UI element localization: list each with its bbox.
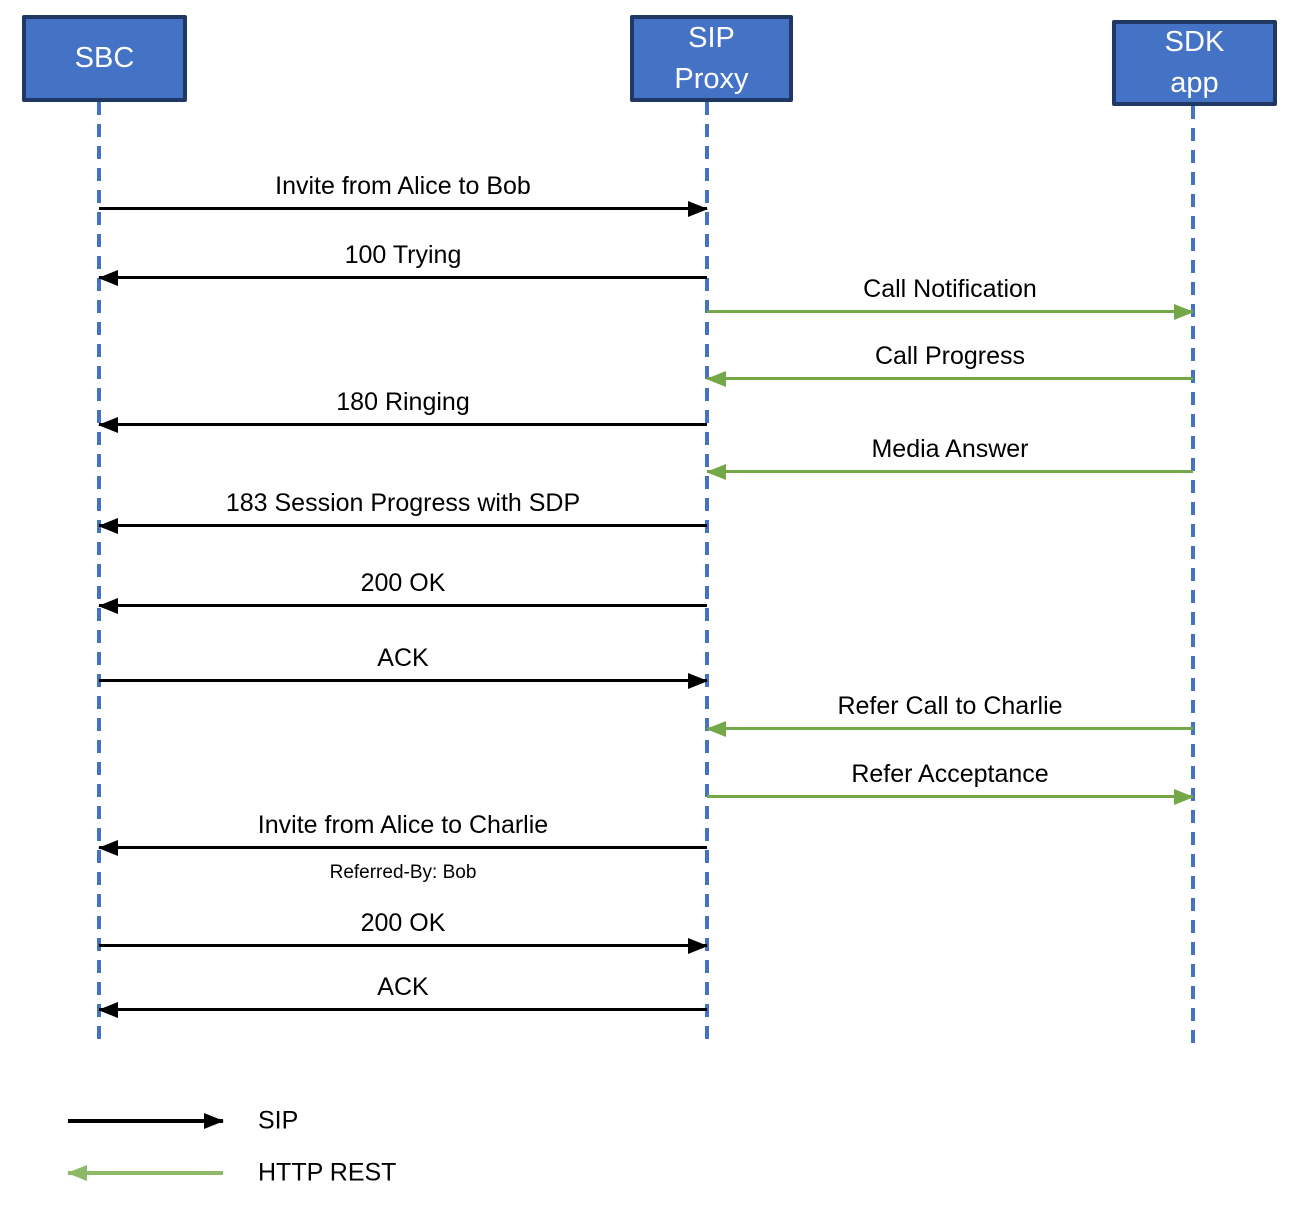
arrowhead-icon [706,463,726,480]
lifeline-proxy [705,102,709,1048]
arrowhead-icon [688,937,708,954]
message-label: Media Answer [871,435,1029,463]
lifeline-sdk [1191,106,1195,1048]
message-label: ACK [377,644,429,672]
legend-sip-arrow: SIP [68,1107,298,1135]
message-arrow: Media Answer [706,435,1193,480]
legend-http-rest-label: HTTP REST [258,1158,397,1187]
message-arrow: 180 Ringing [98,388,707,433]
arrowhead-icon [1174,303,1194,320]
message-arrow: Invite from Alice to Charlie [98,811,707,856]
message-label: 200 OK [360,909,446,937]
message-arrow: 183 Session Progress with SDP [98,489,707,534]
arrowhead-icon [98,517,118,534]
message-label: 100 Trying [344,241,462,269]
message-label: Refer Call to Charlie [837,692,1063,720]
message-arrow: ACK [99,644,708,689]
arrowhead-icon [706,370,726,387]
legend-sip-label: SIP [258,1106,299,1135]
message-arrow: Refer Acceptance [707,760,1194,805]
arrowhead-icon [98,269,118,286]
message-arrow: 200 OK [98,569,707,614]
arrowhead-icon [98,839,118,856]
arrowhead-icon [706,720,726,737]
message-label: 183 Session Progress with SDP [225,489,581,517]
message-label: ACK [377,973,429,1001]
message-arrow: Call Notification [707,275,1194,320]
message-label: Invite from Alice to Charlie [257,811,549,839]
message-label: 180 Ringing [336,388,470,416]
arrowhead-icon [98,416,118,433]
message-label: 200 OK [360,569,446,597]
arrowhead-icon [98,597,118,614]
lifeline-sbc [97,102,101,1048]
message-sublabel: Referred-By: Bob [329,862,477,883]
message-label: Call Progress [874,342,1026,370]
message-arrow: Refer Call to Charlie [706,692,1193,737]
message-label: Invite from Alice to Bob [275,172,531,200]
legend-http-rest-arrow: HTTP REST [67,1159,396,1187]
arrowhead-icon [98,1001,118,1018]
message-arrow: 200 OK [99,909,708,954]
actor-box-sip-proxy: SIP Proxy [630,15,793,102]
arrowhead-icon [1174,788,1194,805]
arrowhead-icon [204,1113,224,1129]
message-arrow: Call Progress [706,342,1193,387]
message-arrow: 100 Trying [98,241,707,286]
arrowhead-icon [67,1165,87,1181]
message-arrow: ACK [98,973,707,1018]
message-label: Call Notification [863,275,1037,303]
actor-box-sbc: SBC [22,15,187,102]
arrowhead-icon [688,672,708,689]
message-label: Refer Acceptance [851,760,1049,788]
message-arrow: Invite from Alice to Bob [99,172,708,217]
arrowhead-icon [688,200,708,217]
actor-box-sdk-app: SDK app [1112,20,1277,106]
